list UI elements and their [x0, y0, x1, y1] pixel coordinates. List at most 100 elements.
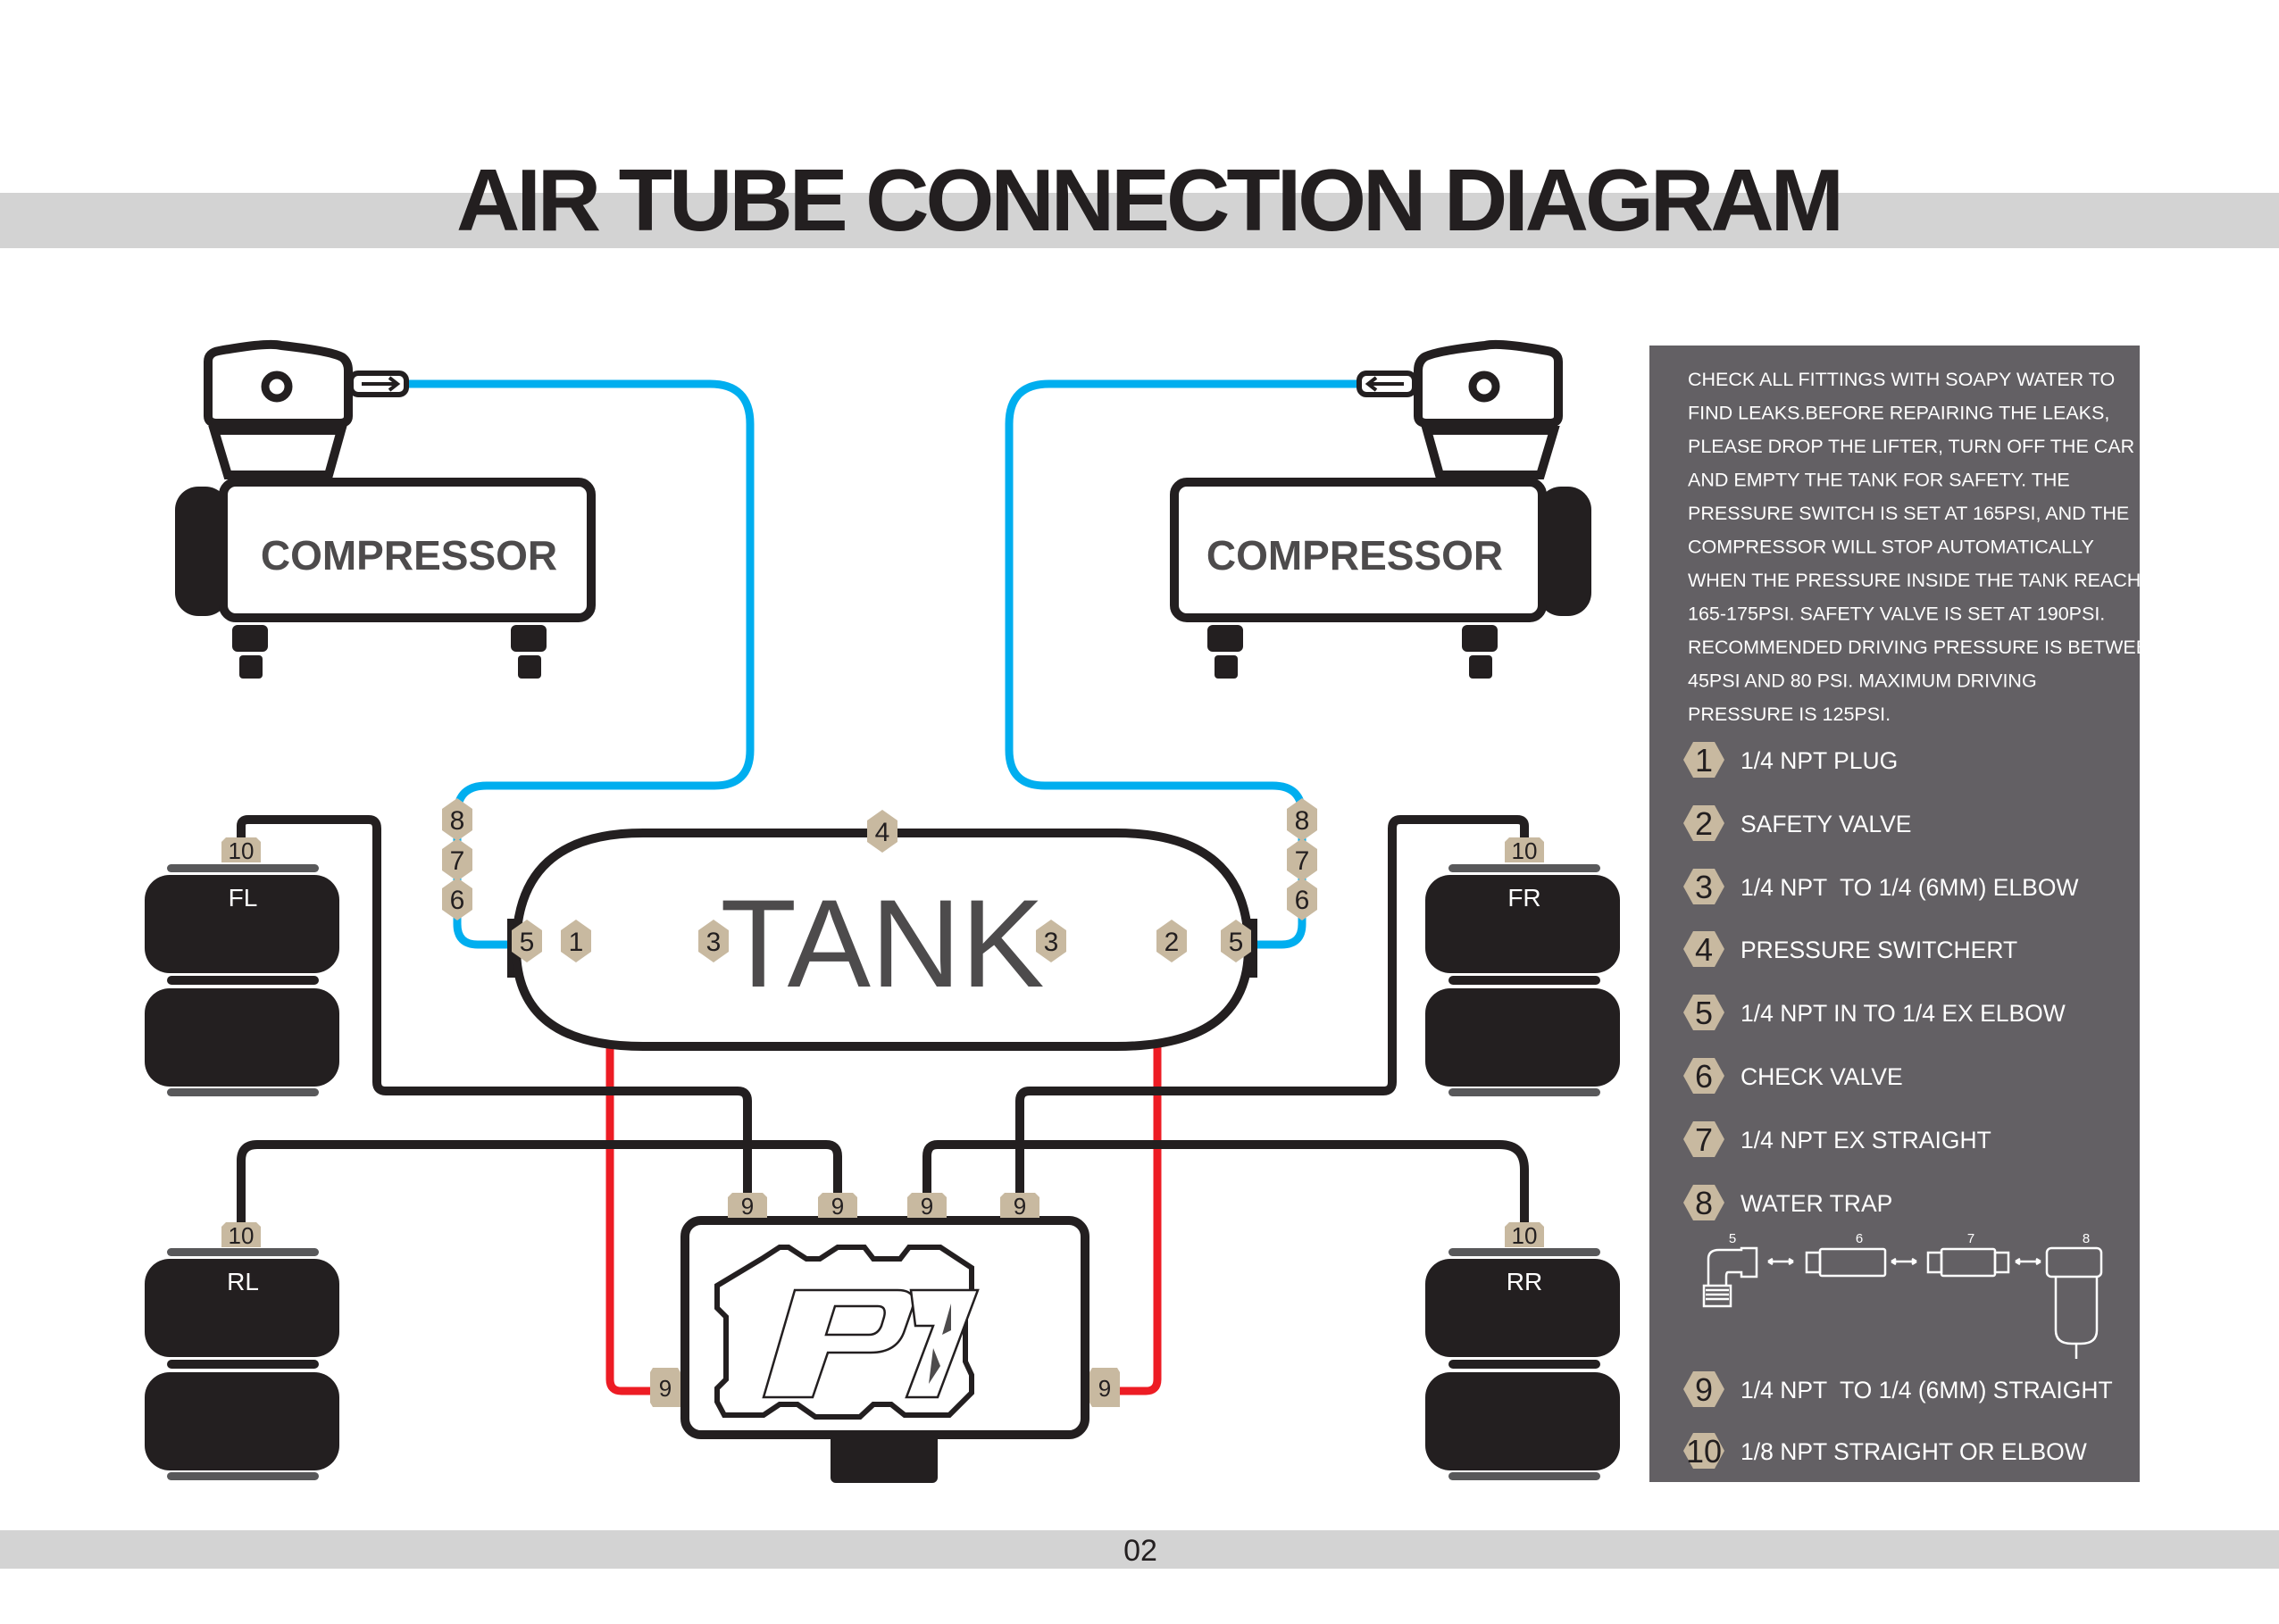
air-bag-rr: RR	[1425, 1248, 1620, 1480]
bag-line-rr	[922, 1140, 1529, 1228]
tag-left-chain-8: 8	[442, 798, 472, 841]
compressor-foot	[239, 655, 263, 679]
fitting-number: 5	[1229, 928, 1244, 957]
fitting-number: 9	[741, 1193, 754, 1220]
legend-text: PRESSURE SWITCHERT	[1741, 937, 2017, 963]
legend-text: CHECK VALVE	[1741, 1063, 1903, 1090]
note-line: PRESSURE SWITCH IS SET AT 165PSI, AND TH…	[1688, 503, 2129, 524]
arrow-right-icon	[362, 376, 401, 392]
tag-right-chain-8: 8	[1287, 798, 1317, 841]
fitting-seq-label: 6	[1856, 1231, 1863, 1246]
fitting-seq-label: 8	[2083, 1231, 2090, 1246]
tag-tank-outlet-left: 3	[698, 920, 729, 962]
tag-bag-fl: 10	[221, 837, 261, 864]
p1-logo: P1	[762, 1288, 980, 1399]
tank: TANK	[507, 829, 1257, 1051]
compressor-foot	[1462, 625, 1498, 652]
compressor-neck	[208, 426, 347, 479]
compressor-motor-cap	[1538, 487, 1591, 616]
fitting-number: 9	[1014, 1193, 1026, 1220]
note-line: AND EMPTY THE TANK FOR SAFETY. THE	[1688, 470, 2070, 491]
bag-line-rl	[237, 1140, 842, 1228]
hex-fitting-icon	[1287, 798, 1317, 841]
tag-bag-fr: 10	[1505, 837, 1544, 864]
tab-fitting-icon	[818, 1193, 857, 1218]
legend-number: 4	[1695, 931, 1713, 968]
tag-pressure-switch: 4	[867, 810, 897, 853]
legend-text: 1/4 NPT TO 1/4 (6MM) ELBOW	[1741, 874, 2078, 901]
fitting-sequence: 5 6 7 8	[1702, 1231, 2103, 1359]
fitting-number: 4	[875, 818, 890, 847]
compressor-head	[1414, 339, 1563, 428]
tag-manifold-port-2: 9	[818, 1193, 857, 1220]
hex-fitting-icon	[1156, 920, 1187, 962]
fitting-number: 3	[1044, 928, 1059, 957]
legend-item: 4 PRESSURE SWITCHERT	[1683, 931, 2017, 968]
fitting-number: 6	[1295, 886, 1310, 915]
hex-fitting-icon	[442, 838, 472, 881]
tag-manifold-port-right: 9	[1089, 1368, 1120, 1407]
compressor-foot	[511, 625, 547, 652]
legend-number: 3	[1695, 869, 1713, 905]
compressor-motor-cap	[175, 487, 229, 616]
tab-fitting-icon	[1089, 1368, 1120, 1407]
arrow-left-icon	[1365, 376, 1404, 392]
tab-fitting-icon	[1505, 837, 1544, 862]
elbow-fitting-icon	[1707, 1246, 1758, 1286]
fitting-number: 3	[706, 928, 722, 957]
legend-hex-icon	[1683, 742, 1724, 778]
fitting-number: 9	[921, 1193, 933, 1220]
tag-manifold-port-4: 9	[1000, 1193, 1039, 1220]
compressor-left: COMPRESSOR	[175, 339, 596, 679]
connect-arrow-icon	[1767, 1257, 1794, 1266]
tag-manifold-port-1: 9	[728, 1193, 767, 1220]
hex-fitting-icon	[512, 920, 542, 962]
compressor-body	[219, 478, 596, 622]
note-line: 165-175PSI. SAFETY VALVE IS SET AT 190PS…	[1688, 604, 2105, 625]
compressor-foot	[518, 655, 541, 679]
fitting-number: 9	[659, 1375, 672, 1402]
fitting-number: 9	[831, 1193, 844, 1220]
legend-text: 1/4 NPT PLUG	[1741, 747, 1898, 774]
compressor-right: COMPRESSOR	[1170, 339, 1591, 679]
legend-number: 1	[1695, 742, 1713, 779]
compressor-right-label: COMPRESSOR	[1206, 532, 1503, 579]
bag-line-fr	[1015, 815, 1529, 1196]
tag-right-chain-6: 6	[1287, 878, 1317, 920]
legend-hex-icon	[1683, 1185, 1724, 1220]
tag-bag-rl: 10	[221, 1222, 261, 1249]
hex-fitting-icon	[1036, 920, 1066, 962]
compressor-left-label: COMPRESSOR	[261, 532, 557, 579]
fitting-number: 1	[569, 928, 584, 957]
tag-tank-outlet-right: 3	[1036, 920, 1066, 962]
fitting-number: 10	[229, 837, 255, 864]
legend-item: 3 1/4 NPT TO 1/4 (6MM) ELBOW	[1683, 869, 2078, 905]
hex-fitting-icon	[561, 920, 591, 962]
gauge-icon	[261, 371, 293, 403]
compressor-foot	[1469, 655, 1492, 679]
note-line: WHEN THE PRESSURE INSIDE THE TANK REACHE…	[1688, 570, 2166, 591]
gauge-icon	[1468, 371, 1500, 403]
tab-fitting-icon	[1505, 1222, 1544, 1247]
fitting-number: 7	[1295, 846, 1310, 876]
fitting-number: 10	[229, 1222, 255, 1249]
hex-fitting-icon	[442, 798, 472, 841]
legend-text: 1/8 NPT STRAIGHT OR ELBOW	[1741, 1438, 2087, 1465]
note-line: 45PSI AND 80 PSI. MAXIMUM DRIVING	[1688, 670, 2037, 692]
manifold-label: P1	[817, 1358, 846, 1385]
header-band	[0, 193, 2279, 248]
note-line: COMPRESSOR WILL STOP AUTOMATICALLY	[1688, 537, 2094, 558]
tag-manifold-port-3: 9	[907, 1193, 947, 1220]
tag-left-chain-7: 7	[442, 838, 472, 881]
fitting-seq-label: 7	[1967, 1231, 1974, 1246]
tab-fitting-icon	[907, 1193, 947, 1218]
legend-hex-icon	[1683, 931, 1724, 967]
bag-label-rl: RL	[227, 1268, 259, 1295]
tab-fitting-icon	[728, 1193, 767, 1218]
legend-text: WATER TRAP	[1741, 1190, 1892, 1217]
